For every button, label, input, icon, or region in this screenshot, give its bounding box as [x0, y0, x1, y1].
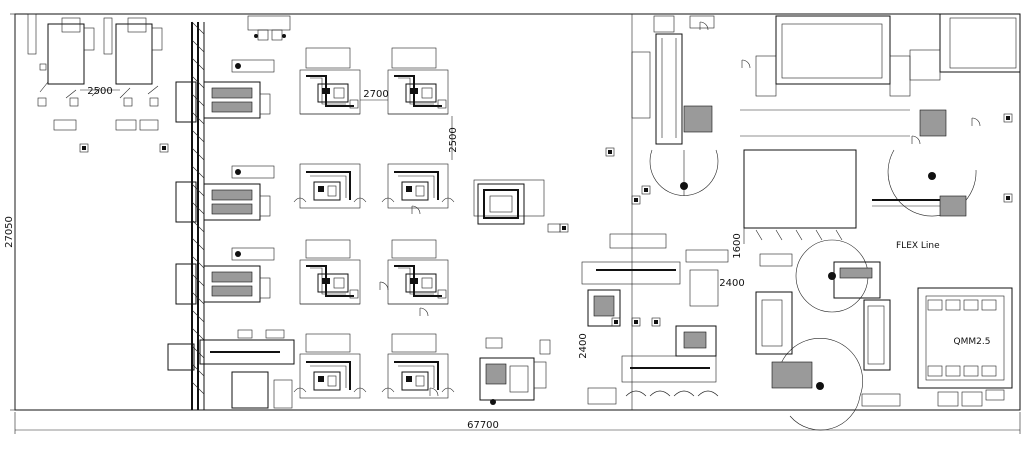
dimension-2400-b: 2400	[578, 333, 589, 358]
bottom-center-machine	[479, 337, 551, 405]
machining-cells: 2700 2500	[293, 47, 459, 399]
conveyor-machine-bottom	[167, 329, 295, 409]
assembly-line-bottom	[587, 325, 719, 405]
width-dimension-label: 67700	[467, 420, 499, 431]
main-vertical-conveyor	[191, 21, 205, 410]
assembly-line-center	[755, 253, 901, 407]
height-dimension: 27050	[4, 13, 20, 411]
dimension-2700: 2700	[363, 89, 388, 100]
dimension-2400-a: 2400	[719, 278, 744, 289]
qmm-cell: QMM2.5	[917, 287, 1013, 407]
top-storage-racks	[247, 15, 291, 41]
assembly-line-left: 2400 2400	[578, 233, 745, 359]
flex-line-table: FLEX Line 1600	[732, 109, 967, 259]
inspection-station	[473, 179, 561, 233]
dimension-1600: 1600	[732, 233, 743, 258]
right-top-area	[631, 13, 1021, 410]
conveyor-machine-1	[175, 59, 275, 123]
conveyor-machine-3	[175, 247, 275, 305]
workstation-group-top-left: 2500	[27, 13, 169, 153]
width-dimension: 67700	[14, 412, 1021, 434]
dimension-2500-vertical: 2500	[448, 127, 459, 152]
qmm-label: QMM2.5	[954, 337, 991, 347]
dimension-2500-left: 2500	[87, 86, 112, 97]
conveyor-machine-2	[175, 165, 275, 223]
height-dimension-label: 27050	[4, 216, 15, 248]
flex-line-label: FLEX Line	[896, 241, 940, 251]
